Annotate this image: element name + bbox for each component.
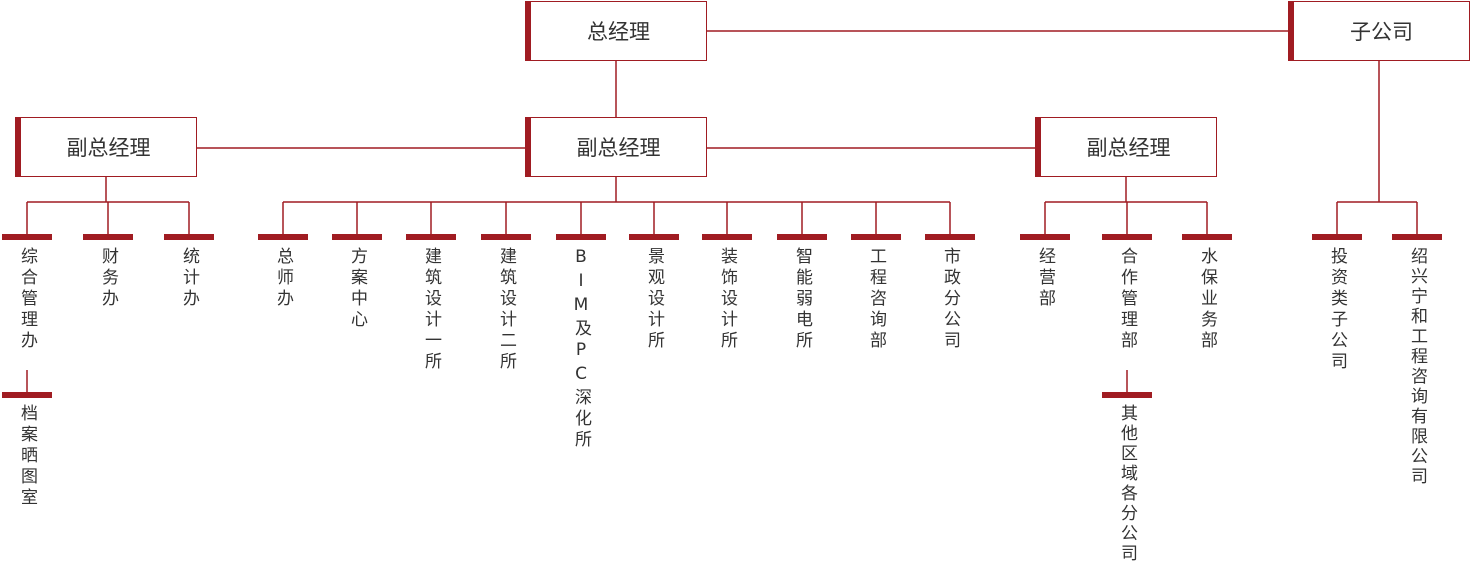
dept-bar-d14 (1020, 234, 1070, 240)
dept-bar-d5 (332, 234, 382, 240)
dept-bar-d16 (1182, 234, 1232, 240)
general-manager-label: 总经理 (587, 20, 650, 44)
dept-label-d13: 市政分公司 (940, 247, 960, 352)
subsidiary-label: 子公司 (1350, 20, 1413, 44)
dept-bar-d13 (925, 234, 975, 240)
dept-label-d12: 工程咨询部 (866, 247, 886, 352)
subsidiary-box: 子公司 (1288, 1, 1470, 61)
dept-bar-d3 (164, 234, 214, 240)
dept-label-d9: 景观设计所 (644, 247, 664, 352)
dept-label-d16: 水保业务部 (1197, 247, 1217, 352)
vice-manager-center-box: 副总经理 (525, 117, 707, 177)
dept-label-d14: 经营部 (1035, 247, 1055, 310)
dept-label-d2: 财务办 (98, 247, 118, 310)
dept-label-d11: 智能弱电所 (792, 247, 812, 352)
dept-label-d3: 统计办 (179, 247, 199, 310)
dept-bar-d7 (481, 234, 531, 240)
dept-bar-d15 (1102, 234, 1152, 240)
vice-manager-right-label: 副总经理 (1086, 136, 1171, 160)
dept-bar-d11 (777, 234, 827, 240)
dept-bar-d18 (1392, 234, 1442, 240)
dept-label-d10: 装饰设计所 (717, 247, 737, 352)
dept-bar-d10 (702, 234, 752, 240)
dept-label-d6: 建筑设计一所 (421, 247, 441, 373)
dept-bar-d17 (1312, 234, 1362, 240)
dept-label-d1a: 档案晒图室 (17, 404, 37, 509)
dept-label-d4: 总师办 (273, 247, 293, 310)
vice-manager-right-box: 副总经理 (1035, 117, 1217, 177)
dept-bar-d8 (556, 234, 606, 240)
dept-bar-d15a (1102, 392, 1152, 398)
dept-label-d1: 综合管理办 (17, 247, 37, 352)
vice-manager-center-label: 副总经理 (576, 136, 661, 160)
dept-label-d18: 绍兴宁和工程咨询有限公司 (1407, 247, 1427, 487)
dept-bar-d1a (2, 392, 52, 398)
dept-bar-d4 (258, 234, 308, 240)
general-manager-box: 总经理 (525, 1, 707, 61)
dept-bar-d2 (83, 234, 133, 240)
vice-manager-left-label: 副总经理 (66, 136, 151, 160)
dept-bar-d1 (2, 234, 52, 240)
dept-bar-d12 (851, 234, 901, 240)
dept-label-d5: 方案中心 (347, 247, 367, 331)
dept-label-d17: 投资类子公司 (1327, 247, 1347, 373)
dept-bar-d9 (629, 234, 679, 240)
dept-label-d7: 建筑设计二所 (496, 247, 516, 373)
dept-label-d15: 合作管理部 (1117, 247, 1137, 352)
dept-label-d8: BIM及PC深化所 (571, 247, 591, 451)
dept-label-d15a: 其他区域各分公司 (1117, 404, 1137, 564)
vice-manager-left-box: 副总经理 (15, 117, 197, 177)
dept-bar-d6 (406, 234, 456, 240)
